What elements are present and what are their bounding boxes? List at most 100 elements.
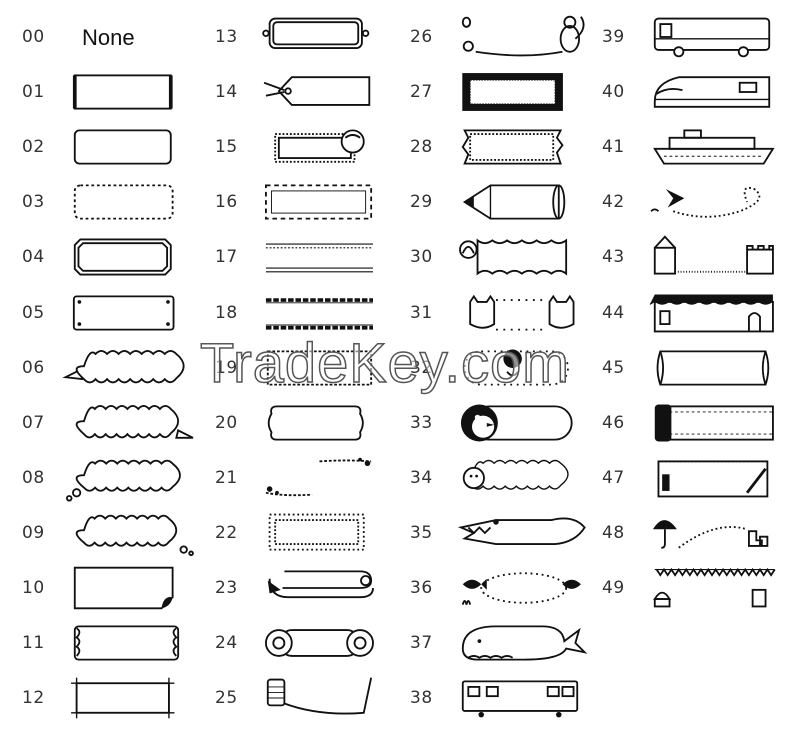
frame-option-20[interactable]: 20	[215, 396, 405, 451]
frame-option-25[interactable]: 25	[215, 671, 405, 726]
frame-option-33[interactable]: 33	[410, 396, 600, 451]
wavy-bell-frame-icon	[450, 233, 590, 281]
frame-number: 34	[410, 467, 433, 488]
frame-option-11[interactable]: 11	[22, 616, 212, 671]
frame-option-48[interactable]: 48	[602, 506, 792, 561]
frame-option-26[interactable]: 26	[410, 10, 600, 65]
knit-border-frame-icon	[255, 344, 395, 392]
frame-option-07[interactable]: 07	[22, 396, 212, 451]
frame-number: 14	[215, 82, 238, 103]
double-line-frame-icon	[255, 233, 395, 281]
frame-number: 42	[602, 192, 625, 213]
sheep-cloud-frame-icon	[450, 454, 590, 502]
dashed-frame-icon	[62, 178, 202, 226]
frame-option-43[interactable]: 43	[602, 230, 792, 285]
torn-paper-frame-icon	[450, 123, 590, 171]
shop-awning-frame-icon	[642, 289, 782, 337]
frame-option-10[interactable]: 10	[22, 561, 212, 616]
frame-number: 38	[410, 688, 433, 709]
striped-border-frame-icon	[255, 178, 395, 226]
frame-number: 19	[215, 357, 238, 378]
frame-option-15[interactable]: 15	[215, 120, 405, 175]
frame-option-05[interactable]: 05	[22, 286, 212, 341]
frame-option-45[interactable]: 45	[602, 341, 792, 396]
frame-number: 49	[602, 578, 625, 598]
castle-frame-icon	[642, 233, 782, 281]
frame-option-47[interactable]: 47	[602, 451, 792, 506]
penguin-frame-icon	[450, 399, 590, 447]
frame-option-14[interactable]: 14	[215, 65, 405, 120]
frame-option-28[interactable]: 28	[410, 120, 600, 175]
floral-corner-frame-icon	[255, 454, 395, 502]
frame-option-41[interactable]: 41	[602, 120, 792, 175]
frame-option-18[interactable]: 18	[215, 286, 405, 341]
frame-option-23[interactable]: 23	[215, 561, 405, 616]
frame-option-39[interactable]: 39	[602, 10, 792, 65]
curled-paper-frame-icon	[62, 564, 202, 612]
frame-option-38[interactable]: 38	[410, 671, 600, 726]
crossed-line-frame-icon	[62, 674, 202, 722]
frame-option-29[interactable]: 29	[410, 175, 600, 230]
frame-option-08[interactable]: 08	[22, 451, 212, 506]
riveted-plate-frame-icon	[62, 289, 202, 337]
frame-number: 41	[602, 137, 625, 158]
bullet-train-frame-icon	[642, 68, 782, 116]
fish-bubble-frame-icon	[450, 564, 590, 612]
frame-option-17[interactable]: 17	[215, 230, 405, 285]
needle-thread-frame-icon	[255, 674, 395, 722]
frame-option-49[interactable]: 49	[602, 561, 792, 616]
frame-option-36[interactable]: 36	[410, 561, 600, 616]
frame-option-12[interactable]: 12	[22, 671, 212, 726]
frame-number: 44	[602, 302, 625, 323]
airplane-trail-frame-icon	[642, 178, 782, 226]
frame-option-00[interactable]: 00 None	[22, 10, 212, 65]
frame-number: 11	[22, 633, 45, 654]
frame-option-34[interactable]: 34	[410, 451, 600, 506]
frame-option-31[interactable]: 31	[410, 286, 600, 341]
thought-bubble-right-icon	[62, 509, 202, 557]
frame-option-13[interactable]: 13	[215, 10, 405, 65]
frame-option-03[interactable]: 03	[22, 175, 212, 230]
frame-option-22[interactable]: 22	[215, 506, 405, 561]
frame-number: 26	[410, 27, 433, 47]
frame-number: 39	[602, 27, 625, 47]
frame-option-09[interactable]: 09	[22, 506, 212, 561]
frame-option-37[interactable]: 37	[410, 616, 600, 671]
frame-option-24[interactable]: 24	[215, 616, 405, 671]
frame-option-06[interactable]: 06	[22, 341, 212, 396]
frame-number: 01	[22, 82, 45, 103]
frame-number: 28	[410, 137, 433, 158]
frame-number: 24	[215, 633, 238, 654]
frame-option-30[interactable]: 30	[410, 230, 600, 285]
frame-option-16[interactable]: 16	[215, 175, 405, 230]
double-octagon-frame-icon	[62, 233, 202, 281]
frame-option-42[interactable]: 42	[602, 175, 792, 230]
frame-option-01[interactable]: 01	[22, 65, 212, 120]
lace-corner-frame-icon	[62, 619, 202, 667]
film-roll-frame-icon	[642, 399, 782, 447]
frame-option-04[interactable]: 04	[22, 230, 212, 285]
frame-number: 40	[602, 82, 625, 103]
frame-number: 48	[602, 522, 625, 543]
hanging-sign-frame-icon	[255, 13, 395, 61]
frame-number: 09	[22, 522, 45, 543]
frame-number: 05	[22, 302, 45, 323]
frame-option-44[interactable]: 44	[602, 286, 792, 341]
frame-option-46[interactable]: 46	[602, 396, 792, 451]
frame-number: 00	[22, 27, 45, 47]
frame-option-40[interactable]: 40	[602, 65, 792, 120]
frame-number: 35	[410, 522, 433, 543]
frame-option-35[interactable]: 35	[410, 506, 600, 561]
frame-option-21[interactable]: 21	[215, 451, 405, 506]
frame-option-32[interactable]: 32	[410, 341, 600, 396]
frame-option-27[interactable]: 27	[410, 65, 600, 120]
frame-option-02[interactable]: 02	[22, 120, 212, 175]
frame-number: 18	[215, 302, 238, 323]
frame-option-19[interactable]: 19	[215, 341, 405, 396]
frame-number: 13	[215, 27, 238, 47]
frame-number: 10	[22, 578, 45, 598]
frame-number: 32	[410, 357, 433, 378]
frame-number: 06	[22, 357, 45, 378]
none-label: None	[82, 25, 135, 50]
